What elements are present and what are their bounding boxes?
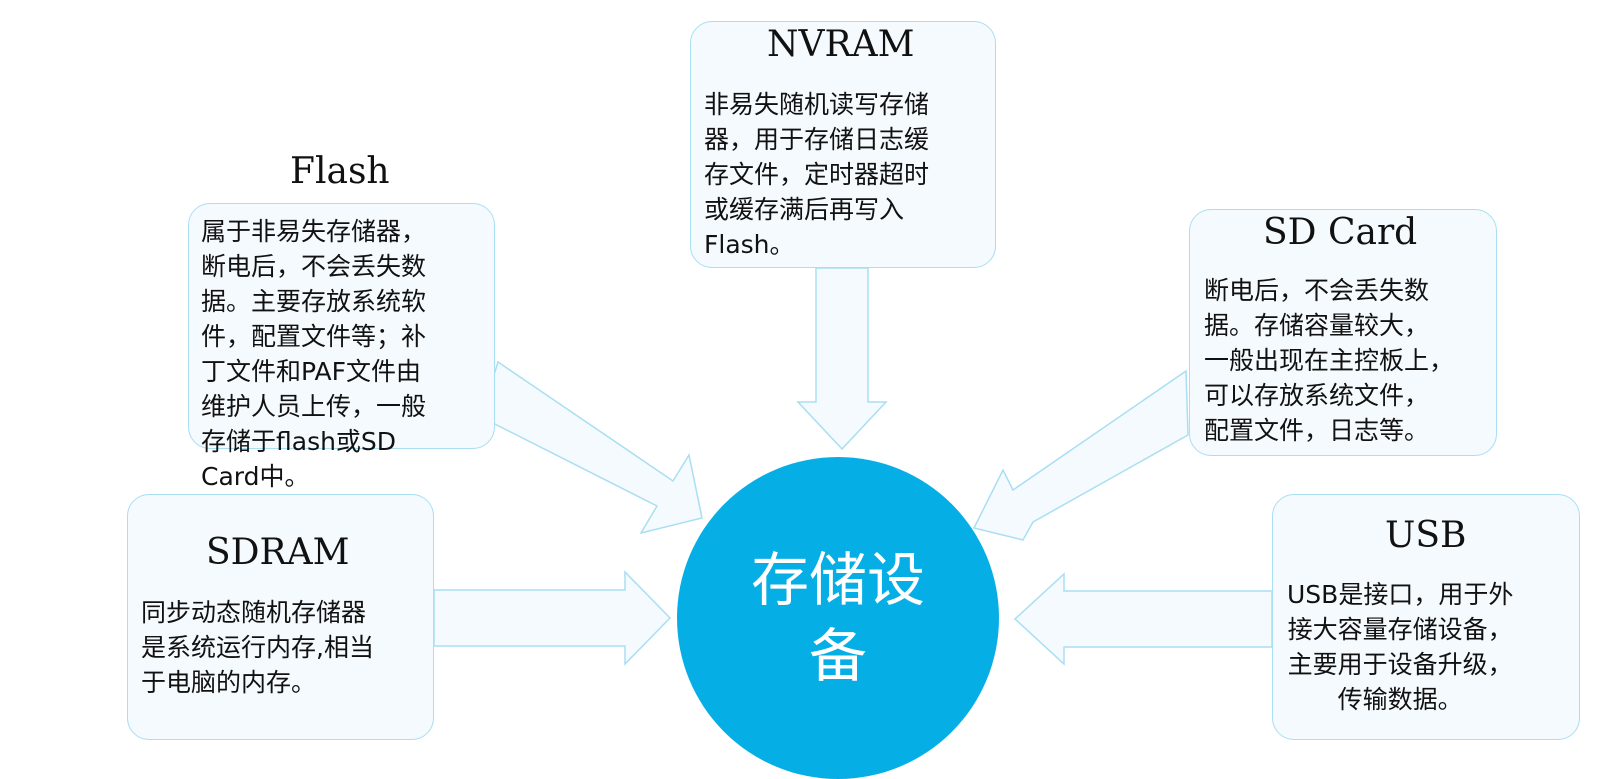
arrow-flash-to-center (480, 360, 703, 535)
flash-box (188, 203, 495, 449)
nvram-description: 非易失随机读写存储 器，用于存储日志缓 存文件，定时器超时 或缓存满后再写入 F… (704, 90, 930, 259)
arrow-sdram-to-center (433, 570, 672, 666)
sdram-box (127, 494, 434, 740)
flash-title: Flash (290, 151, 390, 192)
storage-device-label: 存储设备 (750, 546, 925, 690)
usb-title: USB (1385, 515, 1467, 556)
arrow-usb-to-center (1013, 572, 1273, 666)
nvram-box (690, 21, 996, 268)
flash-description: 属于非易失存储器， 断电后，不会丢失数 据。主要存放系统软 件，配置文件等；补 … (201, 217, 427, 491)
sdram-description: 同步动态随机存储器 是系统运行内存,相当 于电脑的内存。 (141, 598, 374, 697)
arrow-sdcard-to-center (972, 369, 1189, 541)
sdcard-box (1189, 209, 1497, 456)
sdram-title: SDRAM (206, 532, 350, 573)
storage-device-node: 存储设备 (677, 457, 999, 779)
arrow-nvram-to-center (796, 267, 888, 451)
nvram-title: NVRAM (767, 24, 915, 65)
sdcard-description: 断电后，不会丢失数 据。存储容量较大， 一般出现在主控板上， 可以存放系统文件，… (1204, 276, 1455, 445)
usb-description: USB是接口，用于外 接大容量存储设备， 主要用于设备升级， 传输数据。 (1287, 580, 1514, 714)
usb-box (1272, 494, 1580, 740)
sdcard-title: SD Card (1263, 212, 1418, 253)
